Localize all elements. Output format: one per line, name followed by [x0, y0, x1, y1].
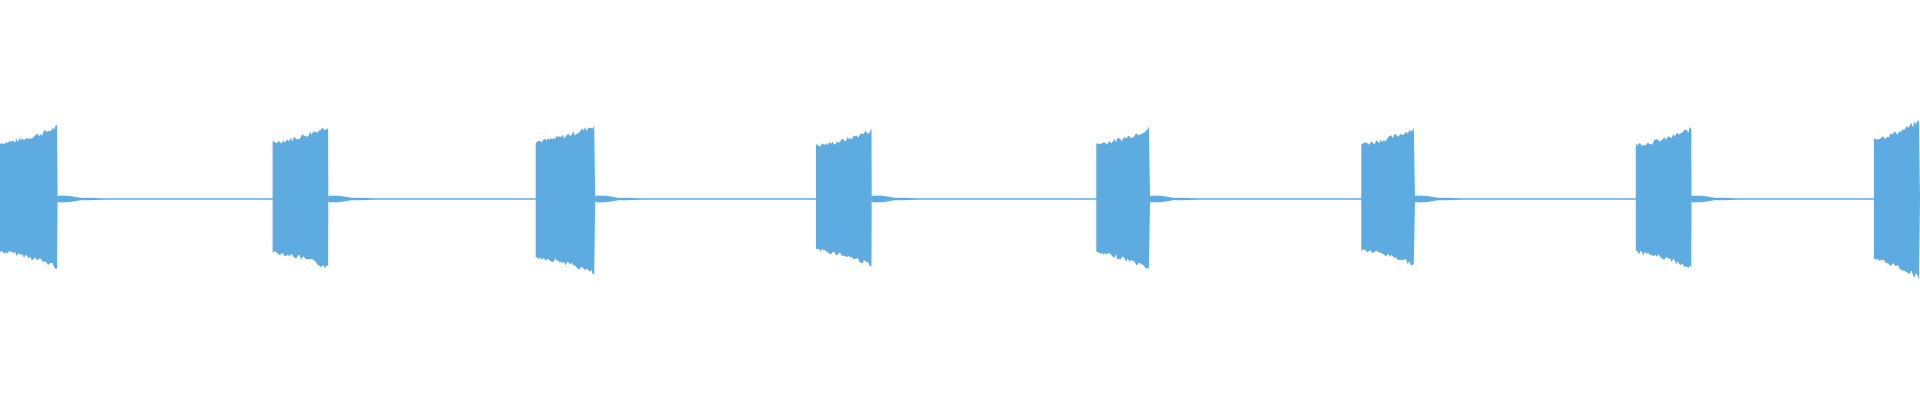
waveform-bursts — [0, 120, 1920, 280]
waveform-decay-7 — [1691, 195, 1762, 203]
waveform-burst-7 — [1635, 127, 1692, 269]
waveform-burst-5 — [1096, 126, 1151, 270]
waveform-burst-3 — [535, 125, 596, 275]
waveform-decay-1 — [57, 195, 128, 203]
waveform-burst-8 — [1873, 120, 1920, 280]
waveform-burst-2 — [272, 127, 329, 269]
waveform-decay-5 — [1150, 195, 1221, 203]
waveform-decay-2 — [328, 195, 399, 203]
waveform-decay-3 — [595, 195, 666, 203]
waveform-decay-6 — [1415, 195, 1485, 203]
waveform-decay-4 — [871, 195, 942, 203]
waveform-burst-1 — [0, 124, 58, 269]
waveform-burst-4 — [816, 128, 872, 267]
waveform-burst-6 — [1361, 127, 1415, 266]
